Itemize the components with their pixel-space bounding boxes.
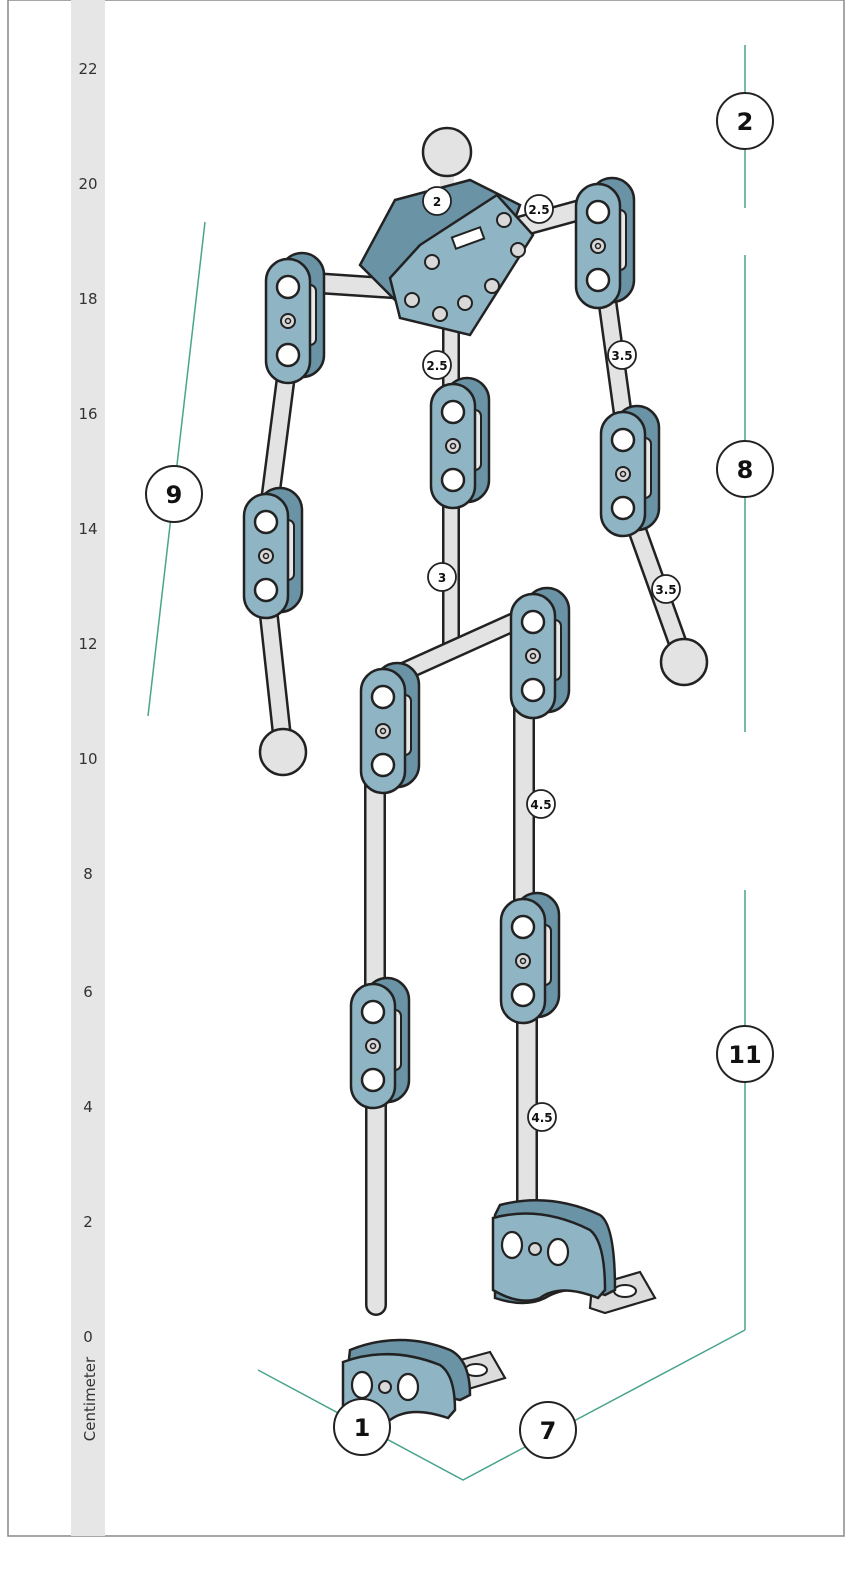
svg-text:2: 2 xyxy=(737,108,754,136)
right-hand-ball xyxy=(659,637,709,687)
svg-text:2: 2 xyxy=(433,195,441,209)
callout-head-height: 2 xyxy=(716,92,774,150)
svg-text:2.5: 2.5 xyxy=(426,359,447,373)
svg-text:9: 9 xyxy=(166,481,183,509)
left-shoulder-joint xyxy=(264,251,326,385)
svg-text:11: 11 xyxy=(728,1041,761,1069)
ruler-tick-14: 14 xyxy=(78,520,98,538)
ruler-tick-20: 20 xyxy=(78,175,98,193)
callout-foot-depth: 1 xyxy=(333,1398,391,1456)
ruler-strip xyxy=(71,0,105,1536)
callout-foot-length: 7 xyxy=(519,1401,577,1459)
callout-arm-length: 9 xyxy=(145,465,203,523)
left-hip-joint xyxy=(359,661,421,795)
segment-tag-upper-spine: 2.5 xyxy=(422,350,452,380)
ruler-tick-0: 0 xyxy=(83,1328,93,1346)
segment-tag-forearm: 3.5 xyxy=(651,574,681,604)
ruler-tick-22: 22 xyxy=(78,60,98,78)
svg-text:2.5: 2.5 xyxy=(528,203,549,217)
right-hip-joint xyxy=(509,586,571,720)
segment-tag-shin: 4.5 xyxy=(527,1102,557,1132)
left-knee-joint xyxy=(349,976,411,1110)
ruler-tick-4: 4 xyxy=(83,1098,93,1116)
callout-torso-height: 8 xyxy=(716,440,774,498)
ruler-tick-2: 2 xyxy=(83,1213,93,1231)
svg-text:8: 8 xyxy=(737,456,754,484)
svg-text:3.5: 3.5 xyxy=(655,583,676,597)
right-elbow-joint xyxy=(599,404,661,538)
waist-joint xyxy=(429,376,491,510)
segment-tag-lower-spine: 3 xyxy=(427,562,457,592)
ruler-tick-6: 6 xyxy=(83,983,93,1001)
left-foot xyxy=(341,1338,507,1427)
right-shoulder-joint xyxy=(574,176,636,310)
svg-text:4.5: 4.5 xyxy=(531,1111,552,1125)
ruler-tick-16: 16 xyxy=(78,405,98,423)
ruler-tick-18: 18 xyxy=(78,290,98,308)
ruler-tick-12: 12 xyxy=(78,635,98,653)
chest-plate xyxy=(358,178,535,337)
left-elbow-joint xyxy=(242,486,304,620)
svg-text:4.5: 4.5 xyxy=(530,798,551,812)
right-knee-joint xyxy=(499,891,561,1025)
segment-tag-upper-arm: 3.5 xyxy=(607,340,637,370)
right-foot xyxy=(491,1199,657,1315)
svg-text:1: 1 xyxy=(354,1414,371,1442)
ruler-tick-10: 10 xyxy=(78,750,98,768)
svg-text:3.5: 3.5 xyxy=(611,349,632,363)
ruler-tick-8: 8 xyxy=(83,865,93,883)
segment-tag-shoulder: 2.5 xyxy=(524,194,554,224)
segment-tag-neck: 2 xyxy=(422,186,452,216)
svg-text:3: 3 xyxy=(438,571,446,585)
svg-text:7: 7 xyxy=(540,1417,557,1445)
segment-tag-thigh: 4.5 xyxy=(526,789,556,819)
left-hand-ball xyxy=(258,727,308,777)
callout-leg-height: 11 xyxy=(716,1025,774,1083)
head-ball xyxy=(421,126,473,178)
